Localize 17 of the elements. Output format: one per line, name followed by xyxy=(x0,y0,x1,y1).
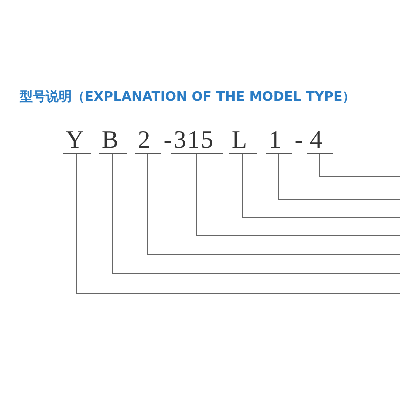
code-letter: 2 xyxy=(135,130,161,154)
leader-line xyxy=(278,154,400,200)
code-letter: L xyxy=(229,130,257,154)
separator-text: - xyxy=(164,130,172,152)
leader-line xyxy=(76,154,400,294)
leader-line xyxy=(196,154,400,236)
code-letter: Y xyxy=(63,130,91,154)
separator-text: - xyxy=(294,130,304,152)
code-letter: B xyxy=(99,130,127,154)
leader-line xyxy=(148,154,400,256)
code-letter: 315 xyxy=(171,130,223,154)
code-letter: 1 xyxy=(266,130,292,154)
leader-line xyxy=(242,154,400,218)
leader-line xyxy=(320,154,400,178)
leader-line xyxy=(112,154,400,274)
code-letter: 4 xyxy=(307,130,333,154)
title: 型号说明（EXPLANATION OF THE MODEL TYPE） xyxy=(20,89,356,106)
